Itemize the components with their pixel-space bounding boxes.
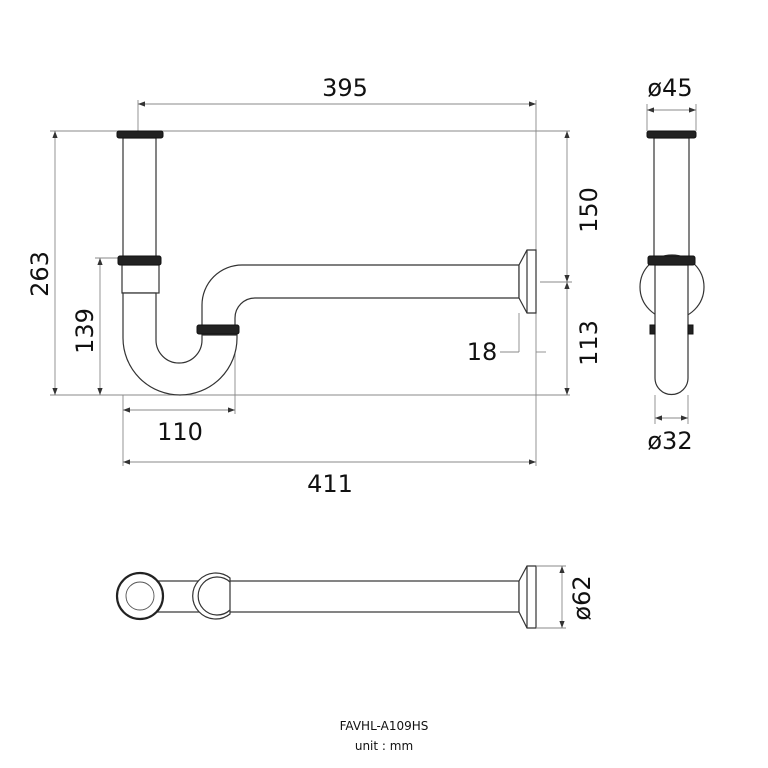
- dim-150: 150: [575, 187, 603, 233]
- unit-label: unit : mm: [354, 739, 414, 753]
- dim-139: 139: [71, 308, 99, 354]
- dim-113: 113: [575, 320, 603, 366]
- dim-diameter-32: ø32: [647, 427, 692, 455]
- dim-18: 18: [467, 338, 498, 366]
- side-view: ø45 ø32: [639, 74, 705, 455]
- dim-diameter-62: ø62: [568, 575, 596, 620]
- dim-395: 395: [322, 74, 368, 102]
- top-collar: [116, 130, 164, 139]
- dim-110: 110: [157, 418, 203, 446]
- dim-diameter-45: ø45: [647, 74, 692, 102]
- front-view: 395 263 139 150 113 18 110 411: [26, 74, 603, 498]
- dim-263: 263: [26, 251, 54, 297]
- dim-411: 411: [307, 470, 353, 498]
- trap-collar: [196, 324, 240, 335]
- model-number: FAVHL-A109HS: [339, 719, 429, 733]
- top-view: ø62: [115, 565, 596, 629]
- middle-collar: [117, 255, 162, 266]
